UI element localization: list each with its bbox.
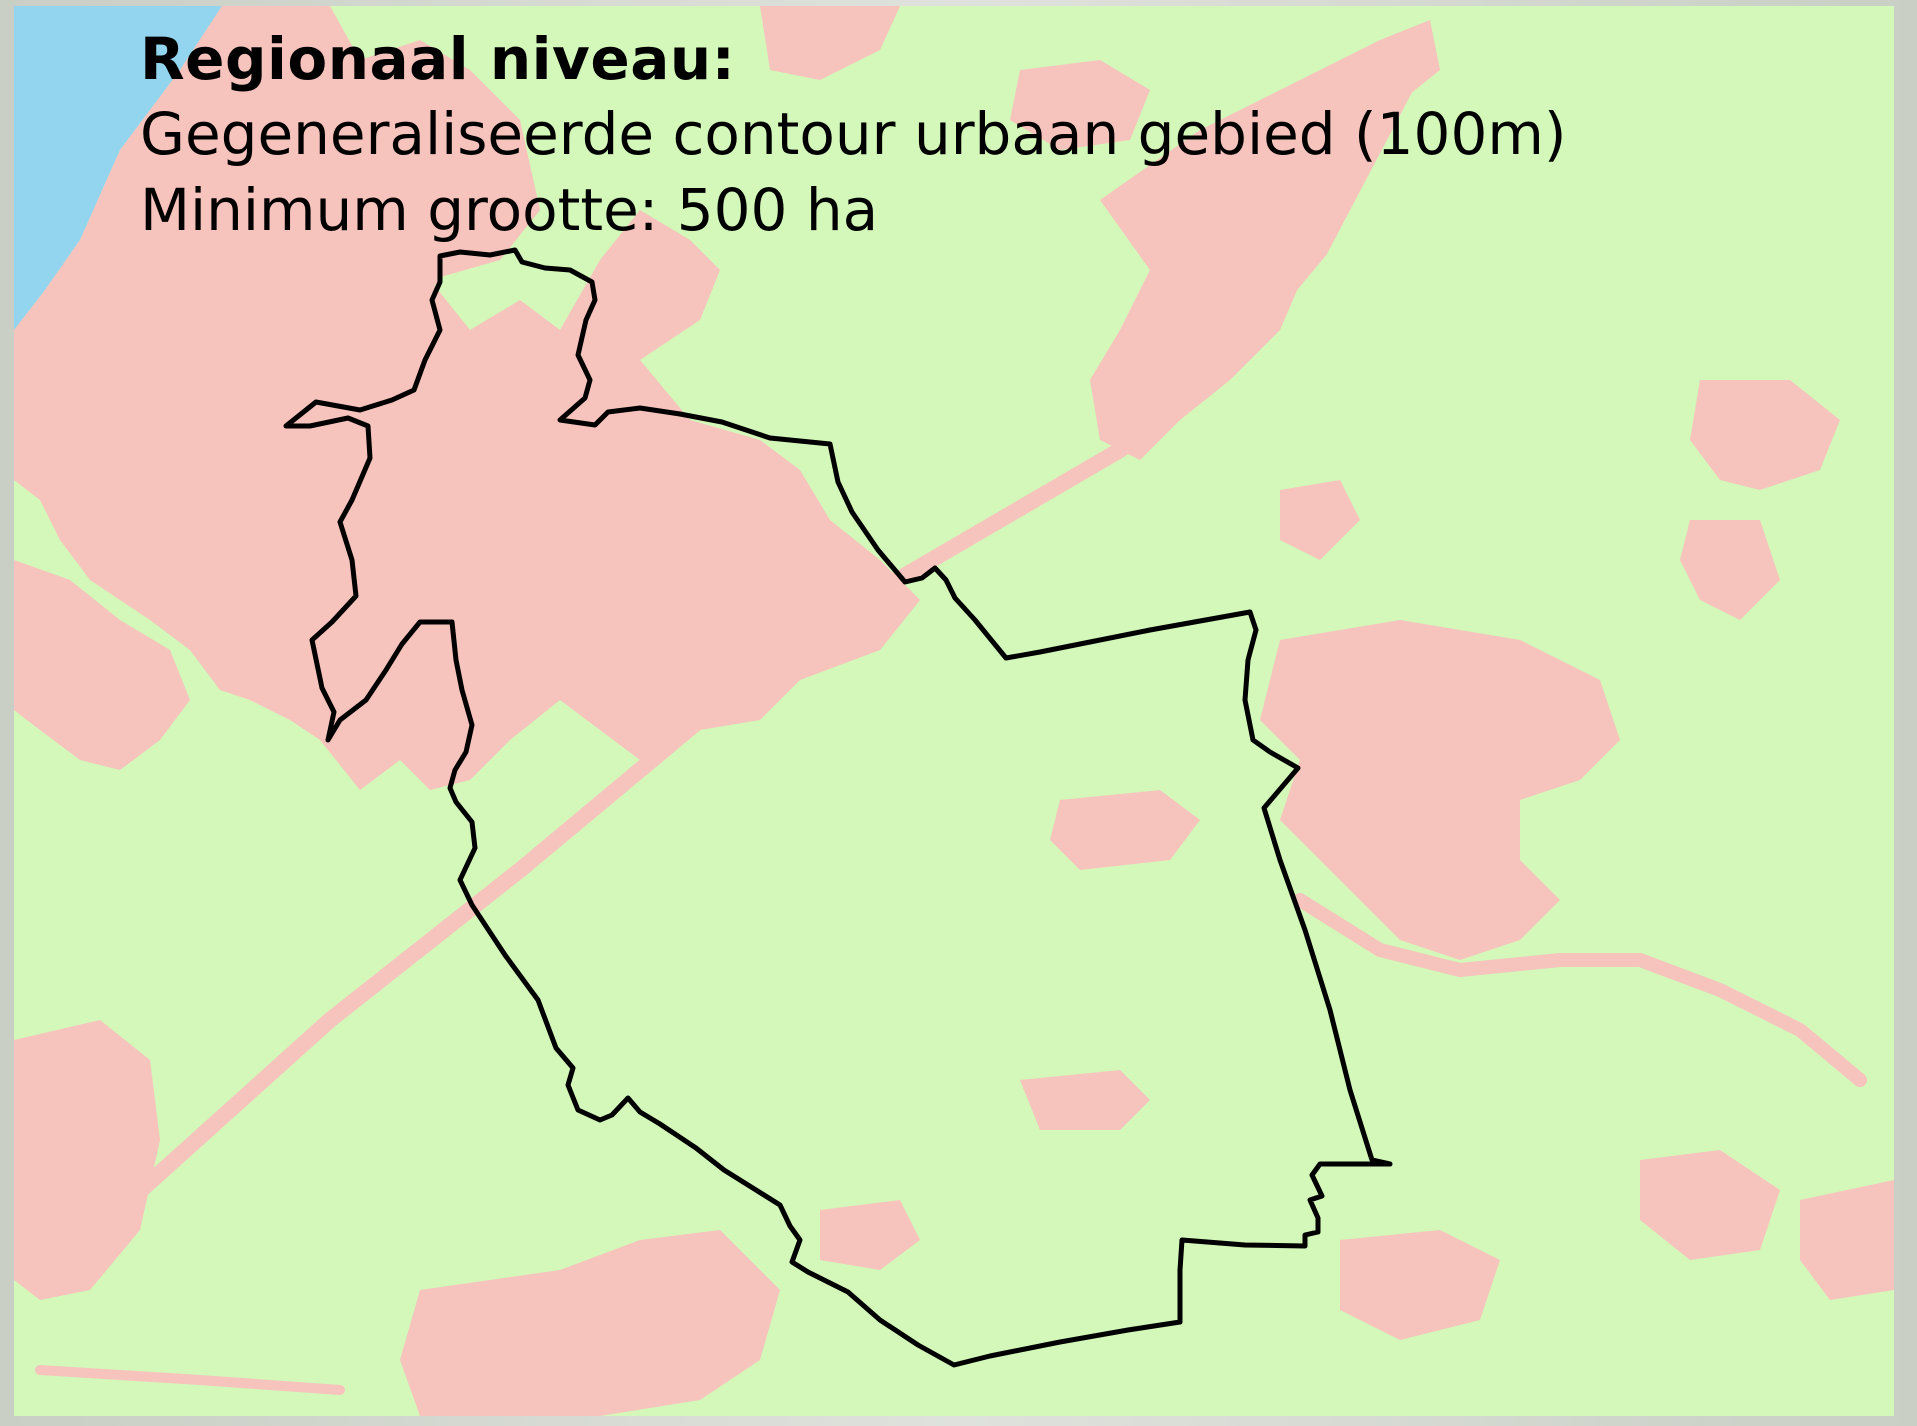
urban-ribbon-south — [35, 1365, 345, 1395]
urban-ribbon-east — [1293, 893, 1867, 1087]
urban-area-south-3 — [1020, 1070, 1150, 1130]
urban-area-north — [760, 6, 900, 80]
map-caption: Regionaal niveau: Gegeneraliseerde conto… — [140, 22, 1566, 248]
municipal-contour — [283, 247, 1393, 1368]
map-subtitle: Gegeneraliseerde contour urbaan gebied (… — [140, 100, 1567, 169]
urban-ribbon-diagonal — [122, 52, 1428, 1208]
urban-area-south-2 — [1340, 1230, 1500, 1340]
urban-area-mid-2 — [1280, 480, 1360, 560]
urban-area-east — [1690, 380, 1840, 490]
urban-area-west — [14, 560, 190, 770]
urban-area-coast — [14, 6, 920, 790]
urban-area-north-corridor — [1090, 20, 1440, 460]
urban-area-east-2 — [1680, 520, 1780, 620]
map-minimum-size: Minimum grootte: 500 ha — [140, 175, 879, 244]
map-title: Regionaal niveau: — [140, 25, 736, 93]
urban-area-leidschendam — [280, 240, 440, 330]
urban-area-south — [400, 1230, 780, 1416]
sea-water — [14, 6, 222, 330]
urban-area-north-2 — [1010, 60, 1150, 150]
urban-area-south-east-2 — [1800, 1180, 1894, 1300]
urban-area-mid — [1050, 790, 1200, 870]
urban-ribbons — [35, 52, 1867, 1395]
urban-areas — [14, 6, 1894, 1416]
urban-area-south-east — [1640, 1150, 1780, 1260]
urban-area-south-4 — [820, 1200, 920, 1270]
urban-area-zoetermeer — [1260, 620, 1620, 960]
urban-area-south-west — [14, 1020, 160, 1300]
